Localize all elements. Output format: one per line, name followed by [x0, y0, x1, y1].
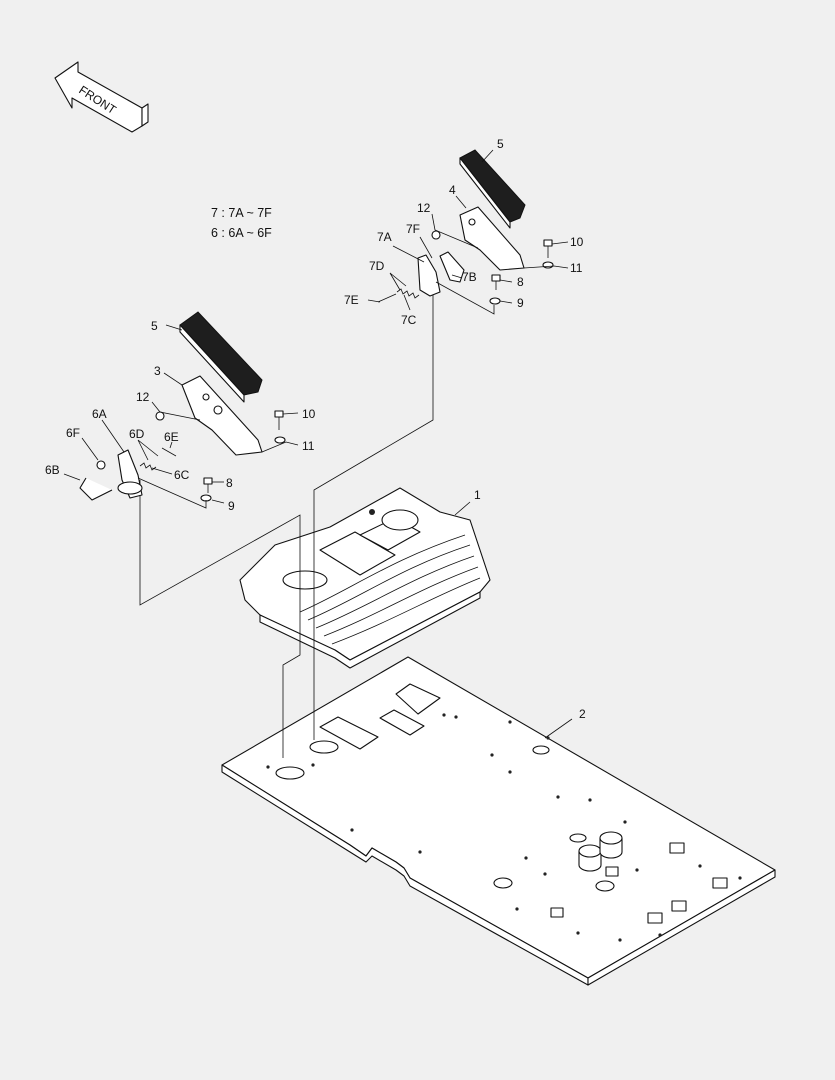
callout-7d: 7D — [369, 259, 385, 273]
callout-10-right: 10 — [570, 235, 584, 249]
callout-5-right: 5 — [497, 137, 504, 151]
callout-7f: 7F — [406, 222, 420, 236]
callout-9-right: 9 — [517, 296, 524, 310]
callout-12-left: 12 — [136, 390, 150, 404]
callout-12-right: 12 — [417, 201, 431, 215]
callout-6c: 6C — [174, 468, 190, 482]
callout-1: 1 — [474, 488, 481, 502]
note-group-7: 7 : 7A ~ 7F — [211, 206, 272, 220]
floor-mat-part-1 — [239, 487, 491, 669]
callout-10-left: 10 — [302, 407, 316, 421]
callout-6f: 6F — [66, 426, 80, 440]
callout-6a: 6A — [92, 407, 107, 421]
callout-11-right: 11 — [570, 261, 583, 275]
callout-4: 4 — [449, 183, 456, 197]
floor-plate-part-2 — [221, 656, 776, 986]
callout-7b: 7B — [462, 270, 477, 284]
note-group-6: 6 : 6A ~ 6F — [211, 226, 272, 240]
callout-5-left: 5 — [151, 319, 158, 333]
callout-8-right: 8 — [517, 275, 524, 289]
callout-labels: 5 4 12 7F 7A 7D 7B 7E 7C 10 11 8 9 5 3 1… — [45, 137, 586, 721]
callout-6e: 6E — [164, 430, 179, 444]
callout-11-left: 11 — [302, 439, 315, 453]
callout-6b: 6B — [45, 463, 60, 477]
callout-7a: 7A — [377, 230, 392, 244]
front-arrow: FRONT — [54, 61, 149, 133]
callout-6d: 6D — [129, 427, 145, 441]
callout-7e: 7E — [344, 293, 359, 307]
guide-lines — [139, 290, 573, 758]
callout-9-left: 9 — [228, 499, 235, 513]
callout-8-left: 8 — [226, 476, 233, 490]
left-pedal-assembly — [63, 311, 299, 509]
callout-7c: 7C — [401, 313, 417, 327]
callout-2: 2 — [579, 707, 586, 721]
callout-3: 3 — [154, 364, 161, 378]
right-pedal-assembly — [367, 149, 569, 315]
